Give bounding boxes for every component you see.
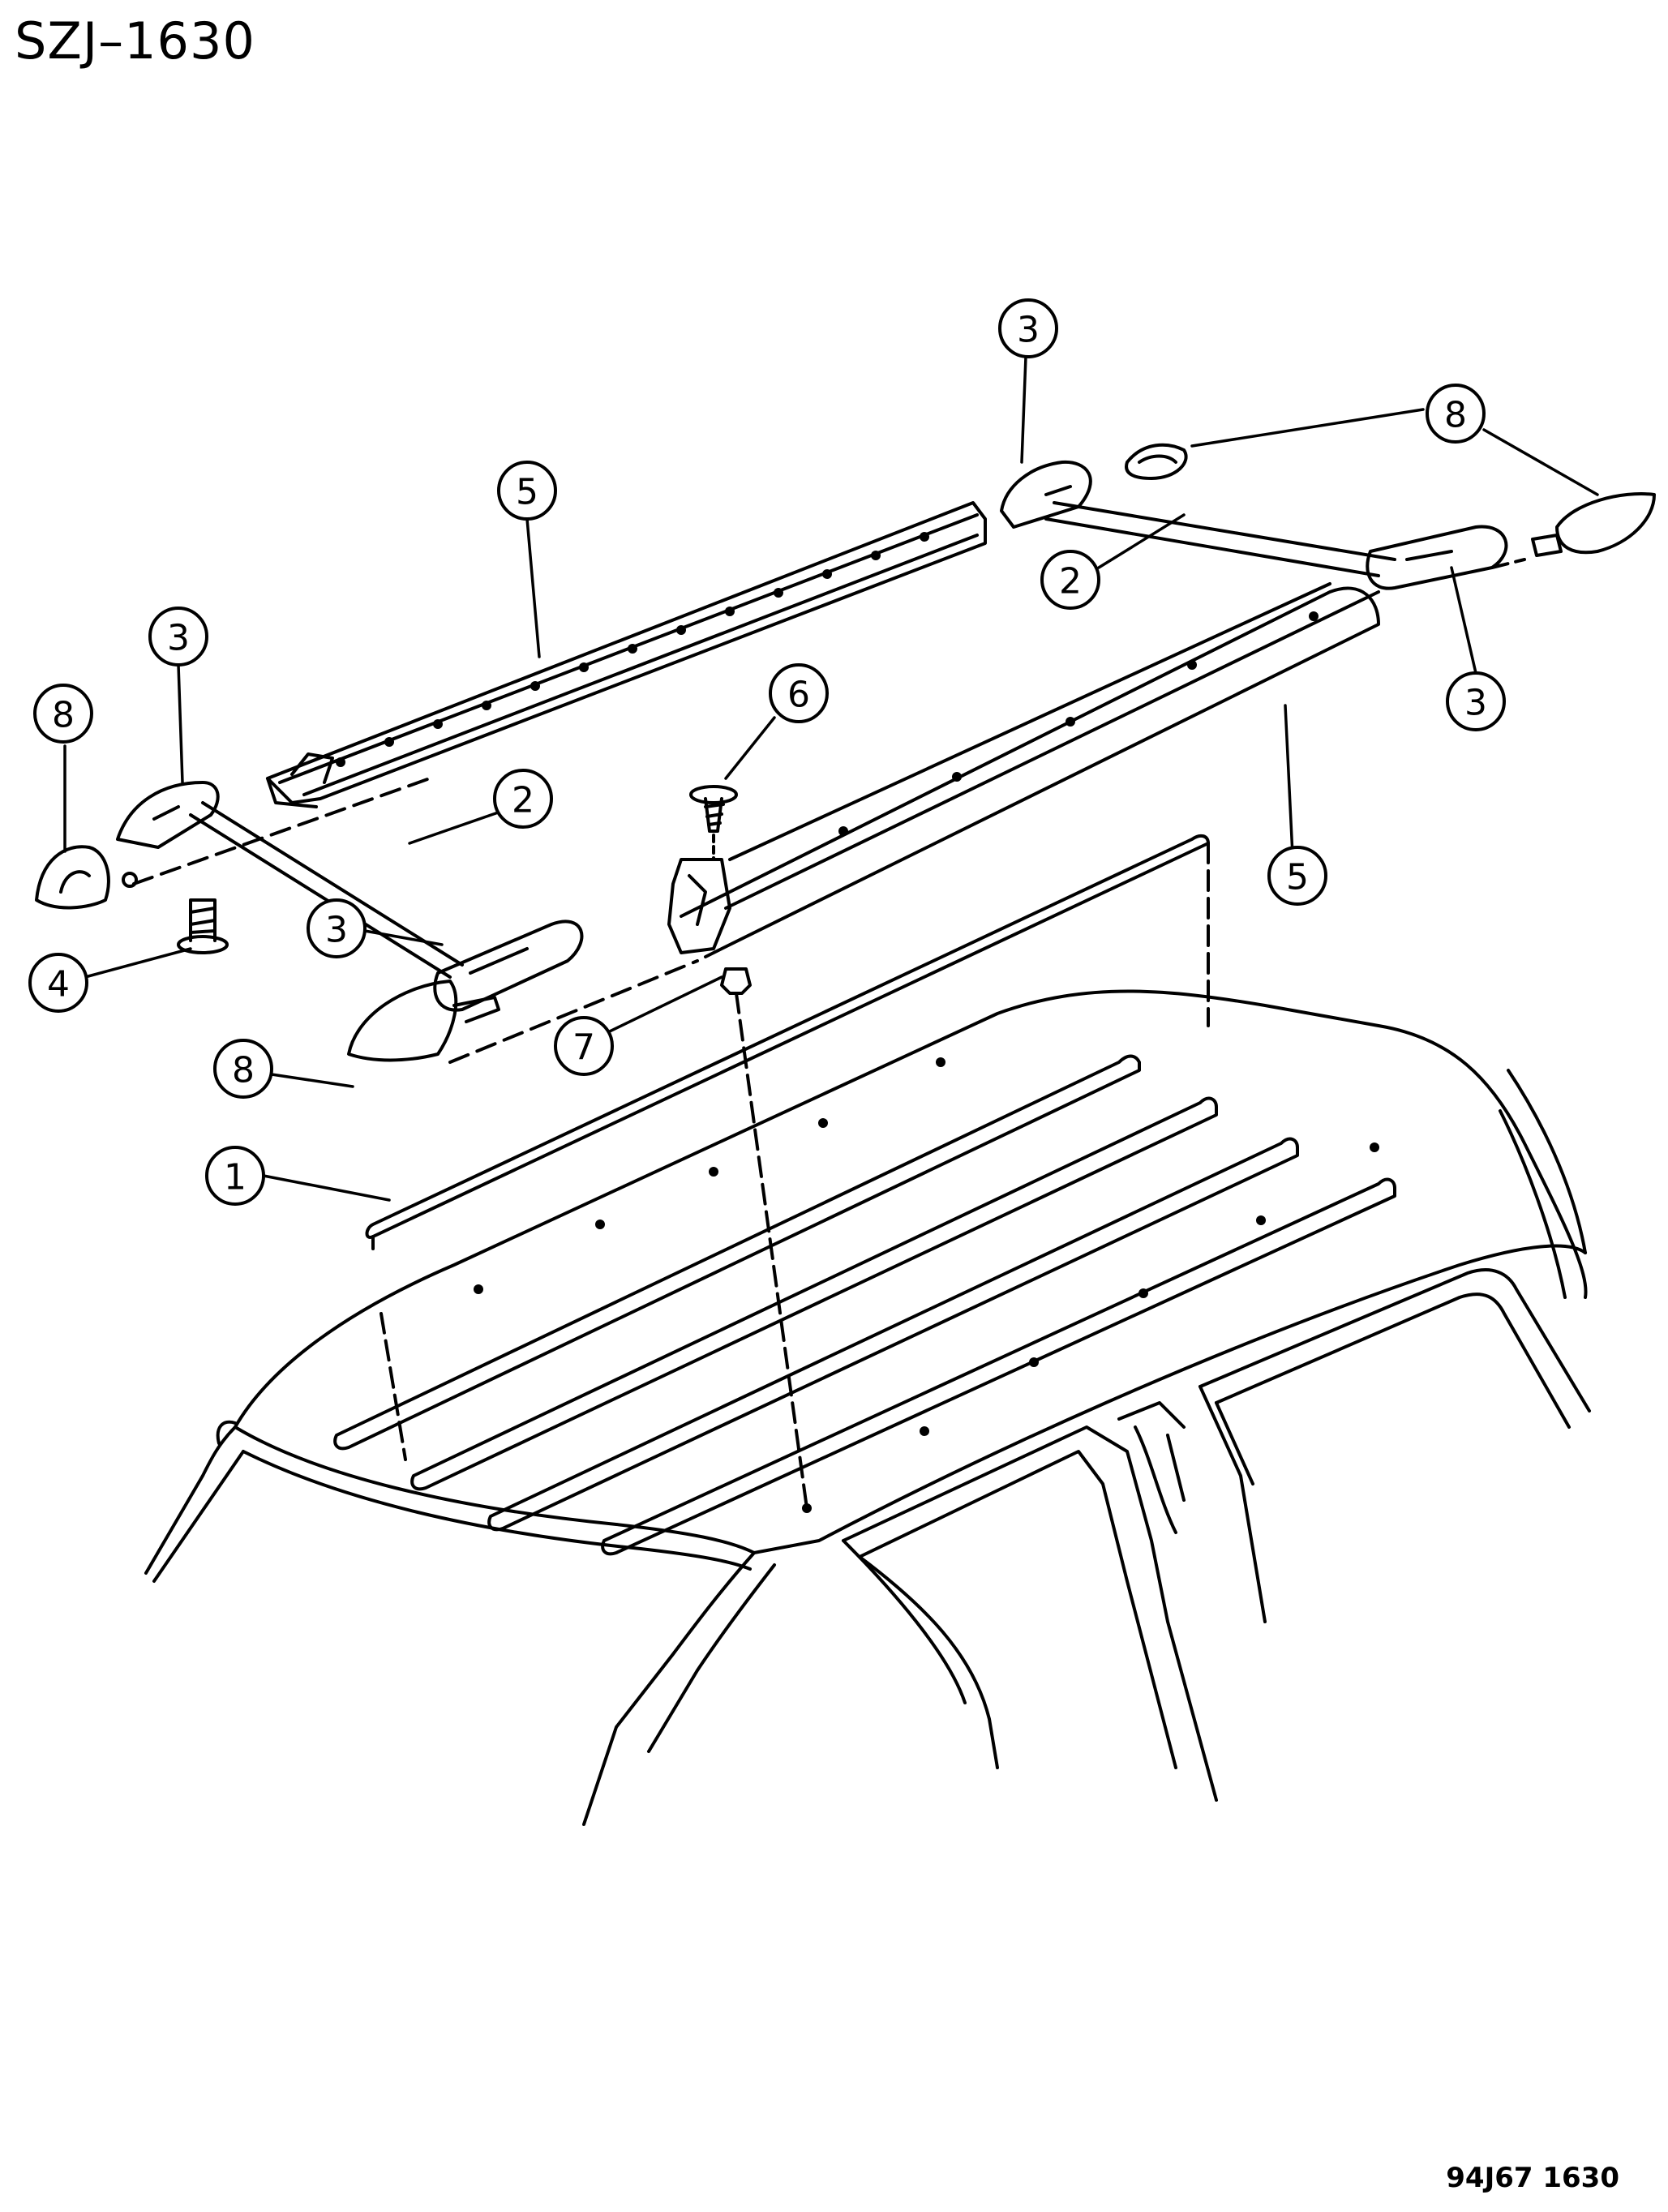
- callout-2-right: [1040, 550, 1100, 610]
- callout-label-6: 6: [787, 675, 810, 716]
- slotted-rail-front: [667, 582, 1380, 958]
- callout-label-8-left-top: 8: [52, 695, 75, 736]
- callout-5-front: [1267, 846, 1327, 906]
- alignment-line-right: [1490, 558, 1526, 569]
- slotted-rail-rear: [266, 501, 987, 808]
- callout-3-left-bottom: [307, 898, 367, 958]
- callout-1: [205, 1146, 265, 1206]
- clip: [720, 967, 808, 1510]
- callout-label-4: 4: [47, 964, 70, 1005]
- callout-label-3-right-top: 3: [1017, 310, 1040, 351]
- callout-label-3-right-bottom: 3: [1464, 683, 1487, 724]
- end-cap-right-front: [1531, 492, 1656, 557]
- end-cap-left-rear: [35, 845, 138, 910]
- callout-3-left-top: [148, 607, 208, 667]
- callout-3-right-top: [998, 298, 1058, 358]
- diagram-title: SZJ–1630: [15, 11, 255, 71]
- alignment-line-front: [448, 959, 699, 1064]
- callout-8-left-bottom: [213, 1039, 273, 1099]
- callout-2-left: [493, 769, 553, 829]
- callout-4: [28, 953, 88, 1013]
- callout-label-2-right: 2: [1059, 561, 1082, 602]
- callouts: [28, 298, 1506, 1206]
- callout-label-5-front: 5: [1286, 857, 1309, 898]
- callout-label-5-rear: 5: [516, 472, 538, 513]
- vehicle-roof: [144, 989, 1591, 1826]
- callout-3-right-bottom: [1446, 671, 1506, 731]
- callout-8-left-top: [33, 684, 93, 744]
- callout-6: [769, 663, 829, 723]
- callout-7: [554, 1016, 614, 1076]
- callout-label-3-left-top: 3: [167, 618, 190, 659]
- end-cap-left-front: [347, 980, 500, 1062]
- callout-label-2-left: 2: [512, 780, 534, 821]
- callout-label-7: 7: [572, 1027, 595, 1069]
- crossbar-right: [1000, 460, 1508, 590]
- crossbar-left: [116, 781, 584, 1012]
- screw: [689, 785, 738, 861]
- roof-rail-left: [365, 834, 1210, 1461]
- end-cap-right-rear: [1125, 443, 1188, 480]
- figure-code: 94J67 1630: [1446, 2162, 1619, 2194]
- callout-5-rear: [497, 461, 557, 521]
- callout-label-8-left-bottom: 8: [232, 1050, 255, 1091]
- callout-8-right: [1426, 384, 1486, 444]
- callout-label-8-right: 8: [1444, 395, 1467, 436]
- callout-label-1: 1: [224, 1157, 247, 1198]
- alignment-line-left: [132, 777, 431, 885]
- callout-label-3-left-bottom: 3: [325, 910, 348, 951]
- bolt: [177, 898, 229, 954]
- leader-lines: [63, 355, 1599, 1202]
